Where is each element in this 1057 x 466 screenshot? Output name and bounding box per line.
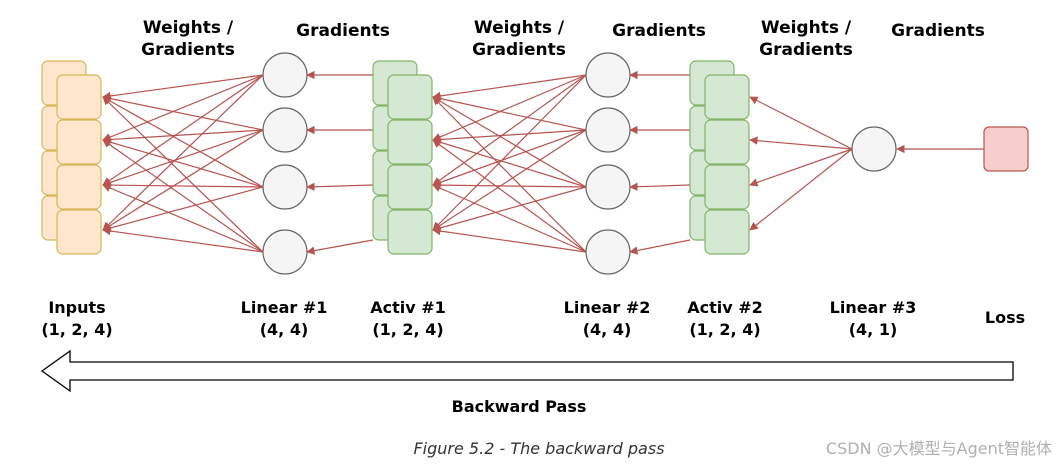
edge-l2-a1-1-1 [432, 129, 587, 144]
edge-l1-in-0-1 [102, 74, 264, 142]
edge-l1-in-1-0 [102, 94, 264, 131]
edge-l1-in-3-1 [102, 139, 264, 253]
layer-labels: Inputs (1, 2, 4) Linear #1 (4, 4) Activ … [41, 298, 1025, 339]
figure-caption: Figure 5.2 - The backward pass [413, 439, 664, 458]
column-headers: Weights / Gradients Gradients Weights / … [141, 18, 985, 60]
linear1-neuron-3 [262, 229, 308, 275]
edge-l1-in-1-1 [102, 129, 264, 144]
linear2-neuron-2 [585, 164, 631, 210]
linear2-neuron-3 [585, 229, 631, 275]
activ1-cell-front-0 [387, 74, 433, 120]
label-inputs-name: Inputs [48, 298, 105, 317]
activ2-cell-front-0 [704, 74, 750, 120]
input-cell-front-0 [56, 74, 102, 120]
edge-l1-in-0-3 [102, 74, 264, 231]
edge-l3-a2-2 [749, 148, 853, 187]
edge-l1-in-1-3 [102, 129, 264, 231]
edge-a1-l1-2 [306, 182, 374, 191]
label-linear3-shape: (4, 1) [849, 320, 898, 339]
edge-l2-a1-2-1 [432, 138, 587, 188]
edge-l3-a2-0 [749, 96, 853, 150]
edge-l1-in-2-1 [102, 138, 264, 188]
activ1-cell-front-3 [387, 209, 433, 255]
label-linear2-name: Linear #2 [564, 298, 651, 317]
edge-l2-a1-0-1 [432, 74, 587, 141]
edge-l1-in-0-0 [102, 74, 264, 101]
label-linear2-shape: (4, 4) [583, 320, 632, 339]
label-activ2-name: Activ #2 [687, 298, 763, 317]
header-gradients-3: Gradients [891, 21, 985, 41]
backward-pass-arrow [40, 349, 1014, 393]
linear1-neuron-0 [262, 52, 308, 98]
header-gradients-1: Gradients [296, 21, 390, 41]
edge-l1-in-1-2 [102, 129, 264, 187]
header-weights-3-line2: Gradients [759, 40, 853, 60]
label-loss-name: Loss [985, 308, 1025, 327]
activ1-cell-front-2 [387, 164, 433, 210]
label-activ1-name: Activ #1 [370, 298, 446, 317]
edge-a1-l1-3 [306, 239, 374, 255]
network-nodes [41, 52, 1029, 275]
edge-l1-in-3-2 [102, 184, 264, 253]
label-linear3-name: Linear #3 [830, 298, 917, 317]
edge-l1-in-2-3 [102, 186, 264, 233]
label-activ2-shape: (1, 2, 4) [689, 320, 760, 339]
edge-l2-a1-0-2 [432, 74, 587, 186]
header-weights-1-line2: Gradients [141, 40, 235, 60]
header-weights-2-line1: Weights / [474, 18, 565, 38]
edge-l2-a1-2-3 [432, 186, 587, 232]
edge-l1-in-3-0 [102, 96, 264, 253]
edge-l1-in-2-2 [102, 180, 264, 190]
edge-l2-a1-1-3 [432, 129, 587, 231]
linear2-neuron-0 [585, 52, 631, 98]
header-gradients-2: Gradients [612, 21, 706, 41]
gradient-edges [102, 70, 984, 255]
header-weights-2-line2: Gradients [472, 40, 566, 60]
linear1-neuron-2 [262, 164, 308, 210]
edge-l2-a1-0-3 [432, 74, 587, 231]
edge-l2-a1-3-0 [432, 96, 587, 253]
label-linear1-shape: (4, 4) [260, 320, 309, 339]
edge-l2-a1-1-0 [432, 94, 587, 131]
edge-l2-a1-2-2 [432, 180, 587, 190]
edge-l1-in-0-2 [102, 74, 264, 186]
activ2-cell-front-1 [704, 119, 750, 165]
linear3-neuron [851, 126, 897, 172]
input-cell-front-3 [56, 209, 102, 255]
input-cell-front-2 [56, 164, 102, 210]
edge-a2-l2-3 [629, 239, 691, 255]
linear2-neuron-1 [585, 107, 631, 153]
loss-node [983, 126, 1029, 172]
watermark: CSDN @大模型与Agent智能体 [826, 439, 1052, 458]
edge-l1-in-2-0 [102, 96, 264, 188]
header-weights-3-line1: Weights / [761, 18, 852, 38]
header-weights-1-line1: Weights / [143, 18, 234, 38]
edge-l2-a1-2-0 [432, 96, 587, 188]
activ2-cell-front-2 [704, 164, 750, 210]
label-linear1-name: Linear #1 [241, 298, 328, 317]
edge-l2-a1-0-0 [432, 74, 587, 101]
edge-l2-a1-3-2 [432, 184, 587, 253]
input-cell-front-1 [56, 119, 102, 165]
edge-l3-a2-3 [749, 148, 853, 231]
edge-l1-in-3-3 [102, 226, 264, 253]
edge-l2-a1-3-3 [432, 226, 587, 253]
edge-l2-a1-1-2 [432, 129, 587, 187]
edge-a2-l2-2 [629, 182, 691, 191]
edge-l3-a2-1 [749, 136, 853, 150]
backward-pass-label: Backward Pass [452, 397, 587, 416]
label-inputs-shape: (1, 2, 4) [41, 320, 112, 339]
linear1-neuron-1 [262, 107, 308, 153]
activ2-cell-front-3 [704, 209, 750, 255]
edge-l2-a1-3-1 [432, 139, 587, 253]
activ1-cell-front-1 [387, 119, 433, 165]
label-activ1-shape: (1, 2, 4) [372, 320, 443, 339]
